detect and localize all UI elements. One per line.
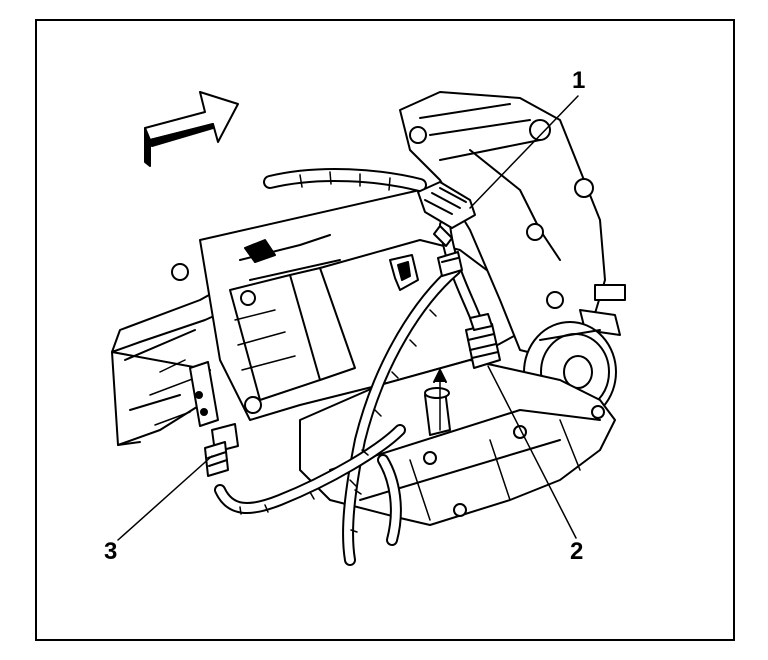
leader-line-1 (469, 95, 579, 209)
harness-clip (437, 251, 463, 277)
leader-lines (117, 95, 579, 541)
forward-arrow-icon (144, 91, 239, 167)
case-boss (424, 369, 451, 436)
leader-line-3 (117, 455, 213, 541)
callout-1: 1 (572, 67, 586, 94)
connector-2 (465, 313, 501, 369)
callout-2: 2 (570, 538, 584, 565)
leader-line-2 (487, 365, 577, 539)
wiring-harness-upper (263, 168, 427, 192)
sensor-3 (189, 361, 239, 477)
callout-3: 3 (104, 538, 118, 565)
connector-1 (417, 181, 476, 247)
